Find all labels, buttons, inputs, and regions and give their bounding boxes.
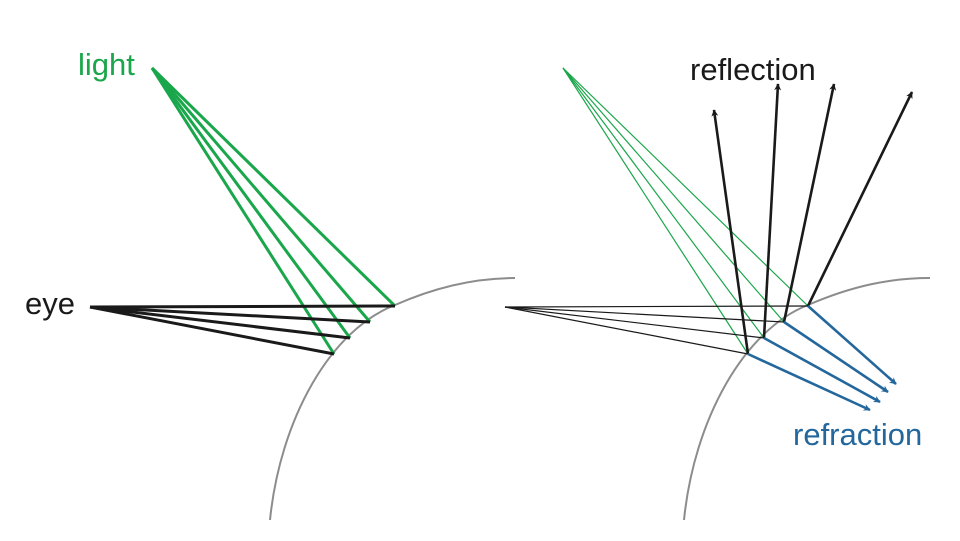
left-light-ray — [150, 67, 352, 339]
right-light-ray — [562, 67, 785, 323]
right-surface-curve — [683, 277, 931, 521]
reflection-arrow — [711, 109, 750, 355]
label-refraction: refraction — [793, 417, 922, 452]
reflection-arrow — [782, 83, 837, 323]
right-eye-ray — [504, 306, 765, 339]
label-eye: eye — [25, 286, 75, 321]
left-eye-ray — [89, 305, 371, 324]
left-surface-curve — [269, 277, 516, 521]
right-eye-ray — [504, 305, 809, 308]
left-eye-rays — [89, 304, 396, 356]
reflection-arrow — [806, 91, 914, 307]
label-reflection: reflection — [690, 52, 816, 87]
left-light-ray — [150, 67, 372, 323]
refraction-arrow — [763, 336, 881, 404]
left-light-ray — [150, 66, 397, 308]
left-eye-ray — [89, 305, 335, 356]
right-eye-rays — [504, 305, 809, 355]
refraction-arrow — [783, 320, 889, 394]
reflection-arrows — [711, 83, 914, 355]
right-light-ray — [562, 67, 765, 339]
refraction-arrows — [747, 305, 897, 412]
right-eye-ray — [504, 306, 749, 355]
label-light: light — [78, 47, 135, 82]
left-eye-ray — [89, 305, 351, 340]
left-eye-ray — [89, 304, 396, 309]
right-eye-ray — [504, 306, 785, 323]
reflection-arrow — [762, 83, 782, 339]
refraction-arrow — [747, 352, 871, 412]
refraction-arrow — [807, 305, 897, 385]
